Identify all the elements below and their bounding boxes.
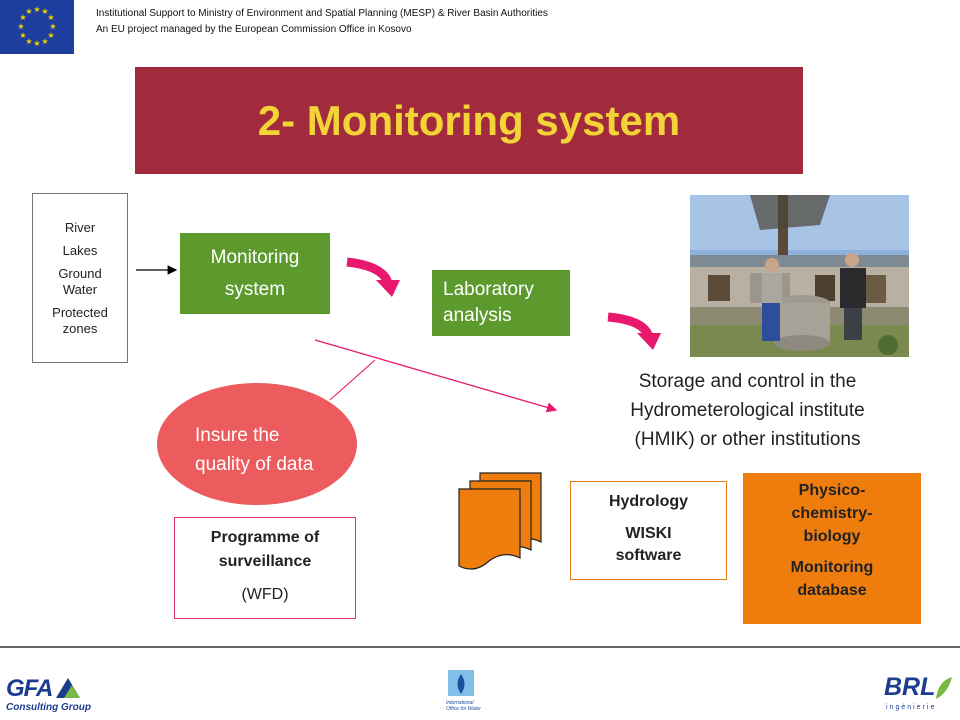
quality-connector-line bbox=[329, 359, 376, 401]
monitoring-to-storage-arrow bbox=[314, 339, 558, 413]
header-line-1: Institutional Support to Ministry of Env… bbox=[96, 8, 548, 19]
gfa-logo-word: GFA bbox=[6, 675, 53, 702]
ioe-logo-text: International Office for Water bbox=[446, 700, 481, 712]
storage-text: Storage and control in the Hydrometerolo… bbox=[575, 367, 920, 454]
field-photo bbox=[690, 195, 909, 357]
source-protected-zones: Protected zones bbox=[52, 304, 108, 336]
monitoring-line-1: Monitoring bbox=[210, 246, 300, 268]
svg-text:★: ★ bbox=[33, 39, 40, 48]
storage-line-1: Storage and control in the bbox=[638, 371, 857, 392]
brl-logo: BRL ingénierie bbox=[884, 673, 956, 719]
hydrology-box: Hydrology WISKI software bbox=[570, 481, 727, 580]
svg-text:★: ★ bbox=[47, 13, 54, 22]
page-title: 2- Monitoring system bbox=[257, 96, 681, 144]
lab-line-1: Laboratory bbox=[443, 279, 534, 300]
physico-line-3: biology bbox=[803, 528, 861, 545]
svg-text:★: ★ bbox=[49, 22, 56, 31]
title-banner: 2- Monitoring system bbox=[135, 67, 803, 174]
svg-text:★: ★ bbox=[25, 37, 32, 46]
laboratory-analysis-box: Laboratory analysis bbox=[432, 270, 570, 336]
ioe-logo: International Office for Water bbox=[446, 668, 486, 720]
physico-line-1: Physico- bbox=[798, 482, 866, 499]
water-drop-icon bbox=[448, 670, 474, 696]
quality-ellipse: Insure the quality of data bbox=[157, 383, 357, 505]
water-sources-box: River Lakes Ground Water Protected zones bbox=[32, 193, 128, 363]
monitoring-line-2: system bbox=[224, 278, 286, 300]
eu-flag-logo: ★★★ ★★★ ★★★ ★★★ bbox=[0, 0, 74, 54]
hydrology-line-3: software bbox=[615, 547, 682, 564]
storage-line-3: (HMIK) or other institutions bbox=[634, 429, 861, 450]
quality-line-2: quality of data bbox=[195, 454, 314, 475]
source-lakes: Lakes bbox=[62, 242, 98, 258]
svg-text:★: ★ bbox=[17, 22, 24, 31]
footer-rule bbox=[0, 646, 960, 648]
svg-text:★: ★ bbox=[19, 13, 26, 22]
svg-text:★: ★ bbox=[41, 7, 48, 16]
curved-arrow-1 bbox=[346, 257, 400, 297]
brl-logo-sub: ingénierie bbox=[886, 704, 937, 711]
brl-leaf-icon bbox=[936, 677, 952, 699]
svg-text:★: ★ bbox=[25, 7, 32, 16]
storage-line-2: Hydrometerological institute bbox=[630, 400, 865, 421]
lab-line-2: analysis bbox=[443, 305, 512, 326]
programme-line-1: Programme of bbox=[210, 529, 320, 546]
svg-text:★: ★ bbox=[19, 31, 26, 40]
header-line-2: An EU project managed by the European Co… bbox=[96, 24, 412, 35]
programme-box: Programme of surveillance (WFD) bbox=[174, 517, 356, 619]
gfa-logo-sub: Consulting Group bbox=[6, 702, 91, 713]
physico-line-4: Monitoring bbox=[790, 559, 874, 576]
programme-line-3: (WFD) bbox=[241, 586, 289, 603]
quality-line-1: Insure the bbox=[195, 425, 280, 446]
brl-logo-word: BRL bbox=[884, 673, 936, 701]
physico-line-5: database bbox=[797, 582, 867, 599]
source-river: River bbox=[64, 219, 96, 235]
hydrology-line-1: Hydrology bbox=[608, 493, 689, 510]
svg-text:★: ★ bbox=[33, 5, 40, 14]
physico-box: Physico- chemistry- biology Monitoring d… bbox=[743, 473, 921, 624]
document-stack-icon bbox=[458, 472, 542, 570]
svg-text:★: ★ bbox=[41, 37, 48, 46]
monitoring-system-box: Monitoring system bbox=[180, 233, 330, 314]
svg-text:★: ★ bbox=[47, 31, 54, 40]
gfa-triangle-icon bbox=[56, 678, 80, 698]
curved-arrow-2 bbox=[607, 312, 661, 350]
physico-line-2: chemistry- bbox=[791, 505, 873, 522]
programme-line-2: surveillance bbox=[218, 553, 312, 570]
hydrology-line-2: WISKI bbox=[625, 525, 672, 542]
source-ground-water: Ground Water bbox=[58, 265, 102, 297]
gfa-logo: GFA Consulting Group bbox=[2, 672, 91, 720]
